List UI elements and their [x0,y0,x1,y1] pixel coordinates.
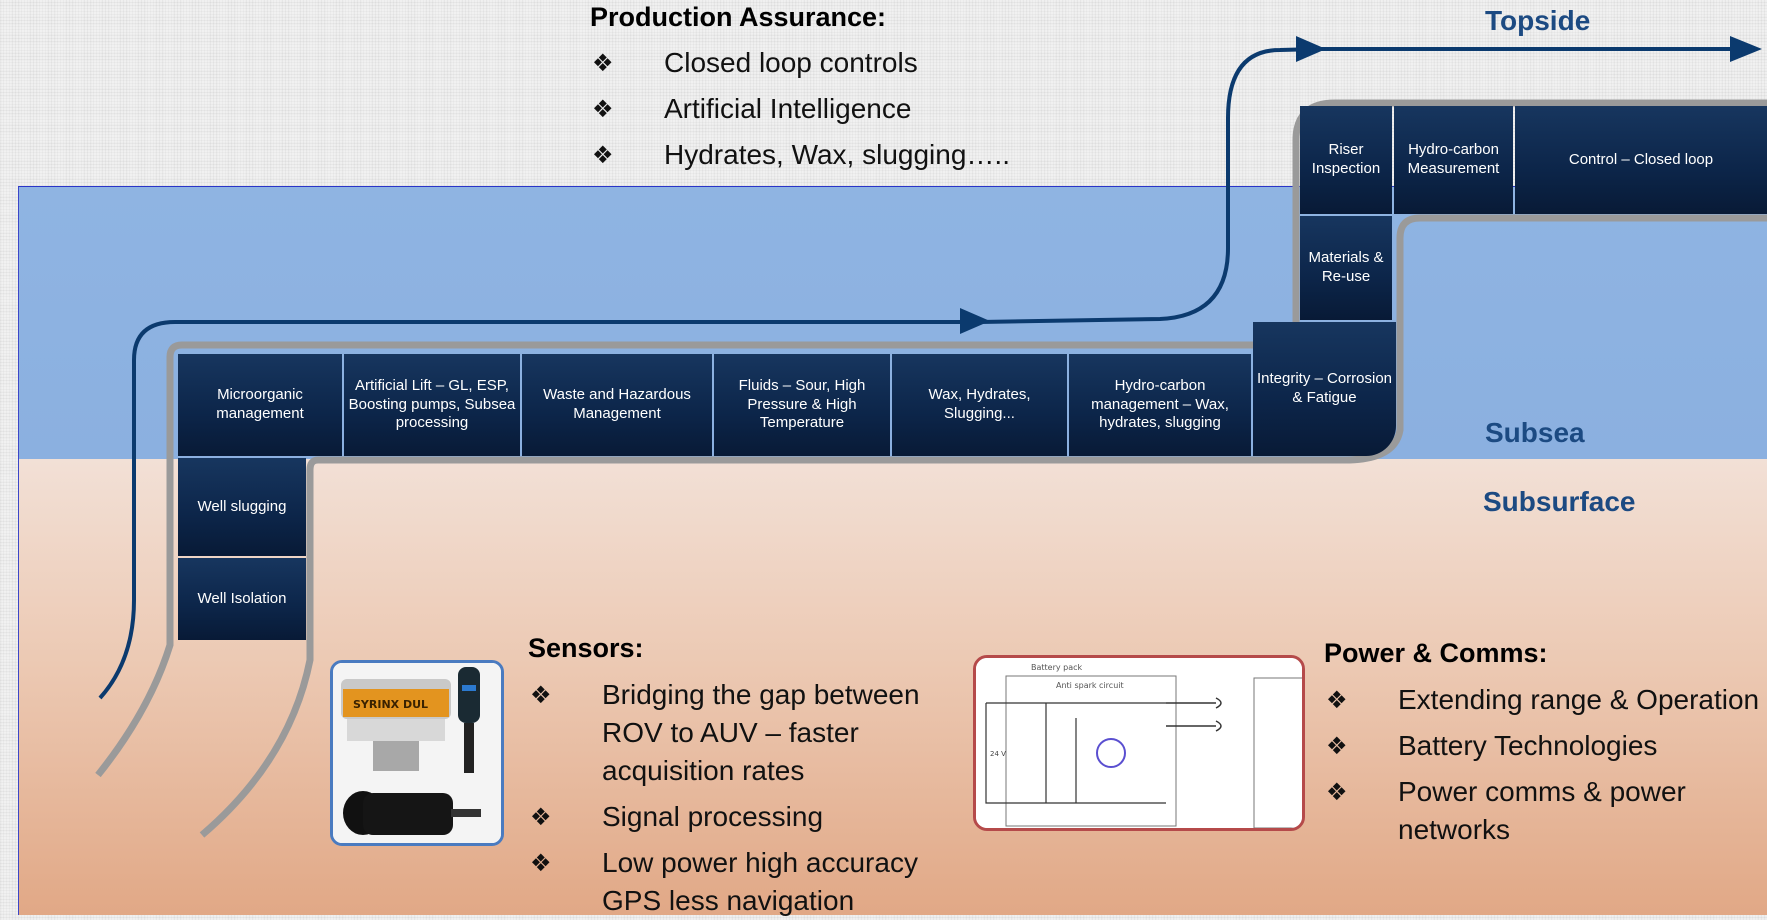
list-item: ❖Extending range & Operation [1326,681,1767,719]
diamond-bullet-icon: ❖ [1326,686,1348,714]
subsurface-label: Subsurface [1483,486,1636,517]
list-item: ❖Power comms & power networks [1326,773,1718,849]
sensor-photo: SYRINX DUL [330,660,504,846]
diamond-bullet-icon: ❖ [530,849,552,877]
power-comms-title: Power & Comms: [1324,638,1548,668]
box-waste-hazardous: Waste and Hazardous Management [522,354,712,456]
sensor-brand-text: SYRINX DUL [353,698,428,711]
box-control-closed-loop: Control – Closed loop [1515,106,1767,214]
diamond-bullet-icon: ❖ [1326,778,1348,806]
diamond-bullet-icon: ❖ [592,49,614,77]
box-integrity: Integrity – Corrosion & Fatigue [1253,322,1396,456]
sensor-devices-image: SYRINX DUL [333,663,501,843]
sensors-title: Sensors: [528,633,644,663]
box-fluids: Fluids – Sour, High Pressure & High Temp… [714,354,890,456]
battery-pack-label: Battery pack [1031,663,1083,672]
production-assurance-list: ❖Closed loop controls ❖Artificial Intell… [592,44,1152,174]
box-well-slugging: Well slugging [178,458,306,556]
box-artificial-lift: Artificial Lift – GL, ESP, Boosting pump… [344,354,520,456]
list-item: ❖Low power high accuracy GPS less naviga… [530,844,950,920]
box-wax-hydrates: Wax, Hydrates, Slugging... [892,354,1067,456]
diamond-bullet-icon: ❖ [1326,732,1348,760]
box-hydrocarbon-measurement: Hydro-carbon Measurement [1394,106,1513,214]
diamond-bullet-icon: ❖ [592,95,614,123]
production-assurance-title: Production Assurance: [590,2,887,32]
list-item: ❖Closed loop controls [592,44,1152,82]
box-hydrocarbon-management: Hydro-carbon management – Wax, hydrates,… [1069,354,1251,456]
list-item: ❖Signal processing [530,798,950,836]
list-item: ❖Battery Technologies [1326,727,1767,765]
list-item: ❖Artificial Intelligence [592,90,1152,128]
topside-label: Topside [1485,5,1591,36]
diamond-bullet-icon: ❖ [530,681,552,709]
box-materials-reuse: Materials & Re-use [1300,216,1392,320]
subsea-label: Subsea [1485,417,1585,448]
box-well-isolation: Well Isolation [178,558,306,640]
diamond-bullet-icon: ❖ [530,803,552,831]
list-item: ❖Hydrates, Wax, slugging….. [592,136,1152,174]
list-item: ❖Bridging the gap between ROV to AUV – f… [530,676,950,790]
battery-circuit-image: Battery pack Anti spark circuit 24 V [976,658,1302,828]
voltage-label: 24 V [990,750,1006,758]
circuit-diagram: Battery pack Anti spark circuit 24 V [973,655,1305,831]
box-microorganic-management: Microorganic management [178,354,342,456]
anti-spark-label: Anti spark circuit [1056,681,1124,690]
sensors-list: ❖Bridging the gap between ROV to AUV – f… [530,676,950,920]
diamond-bullet-icon: ❖ [592,141,614,169]
box-riser-inspection: Riser Inspection [1300,106,1392,214]
power-comms-list: ❖Extending range & Operation ❖Battery Te… [1326,681,1767,849]
